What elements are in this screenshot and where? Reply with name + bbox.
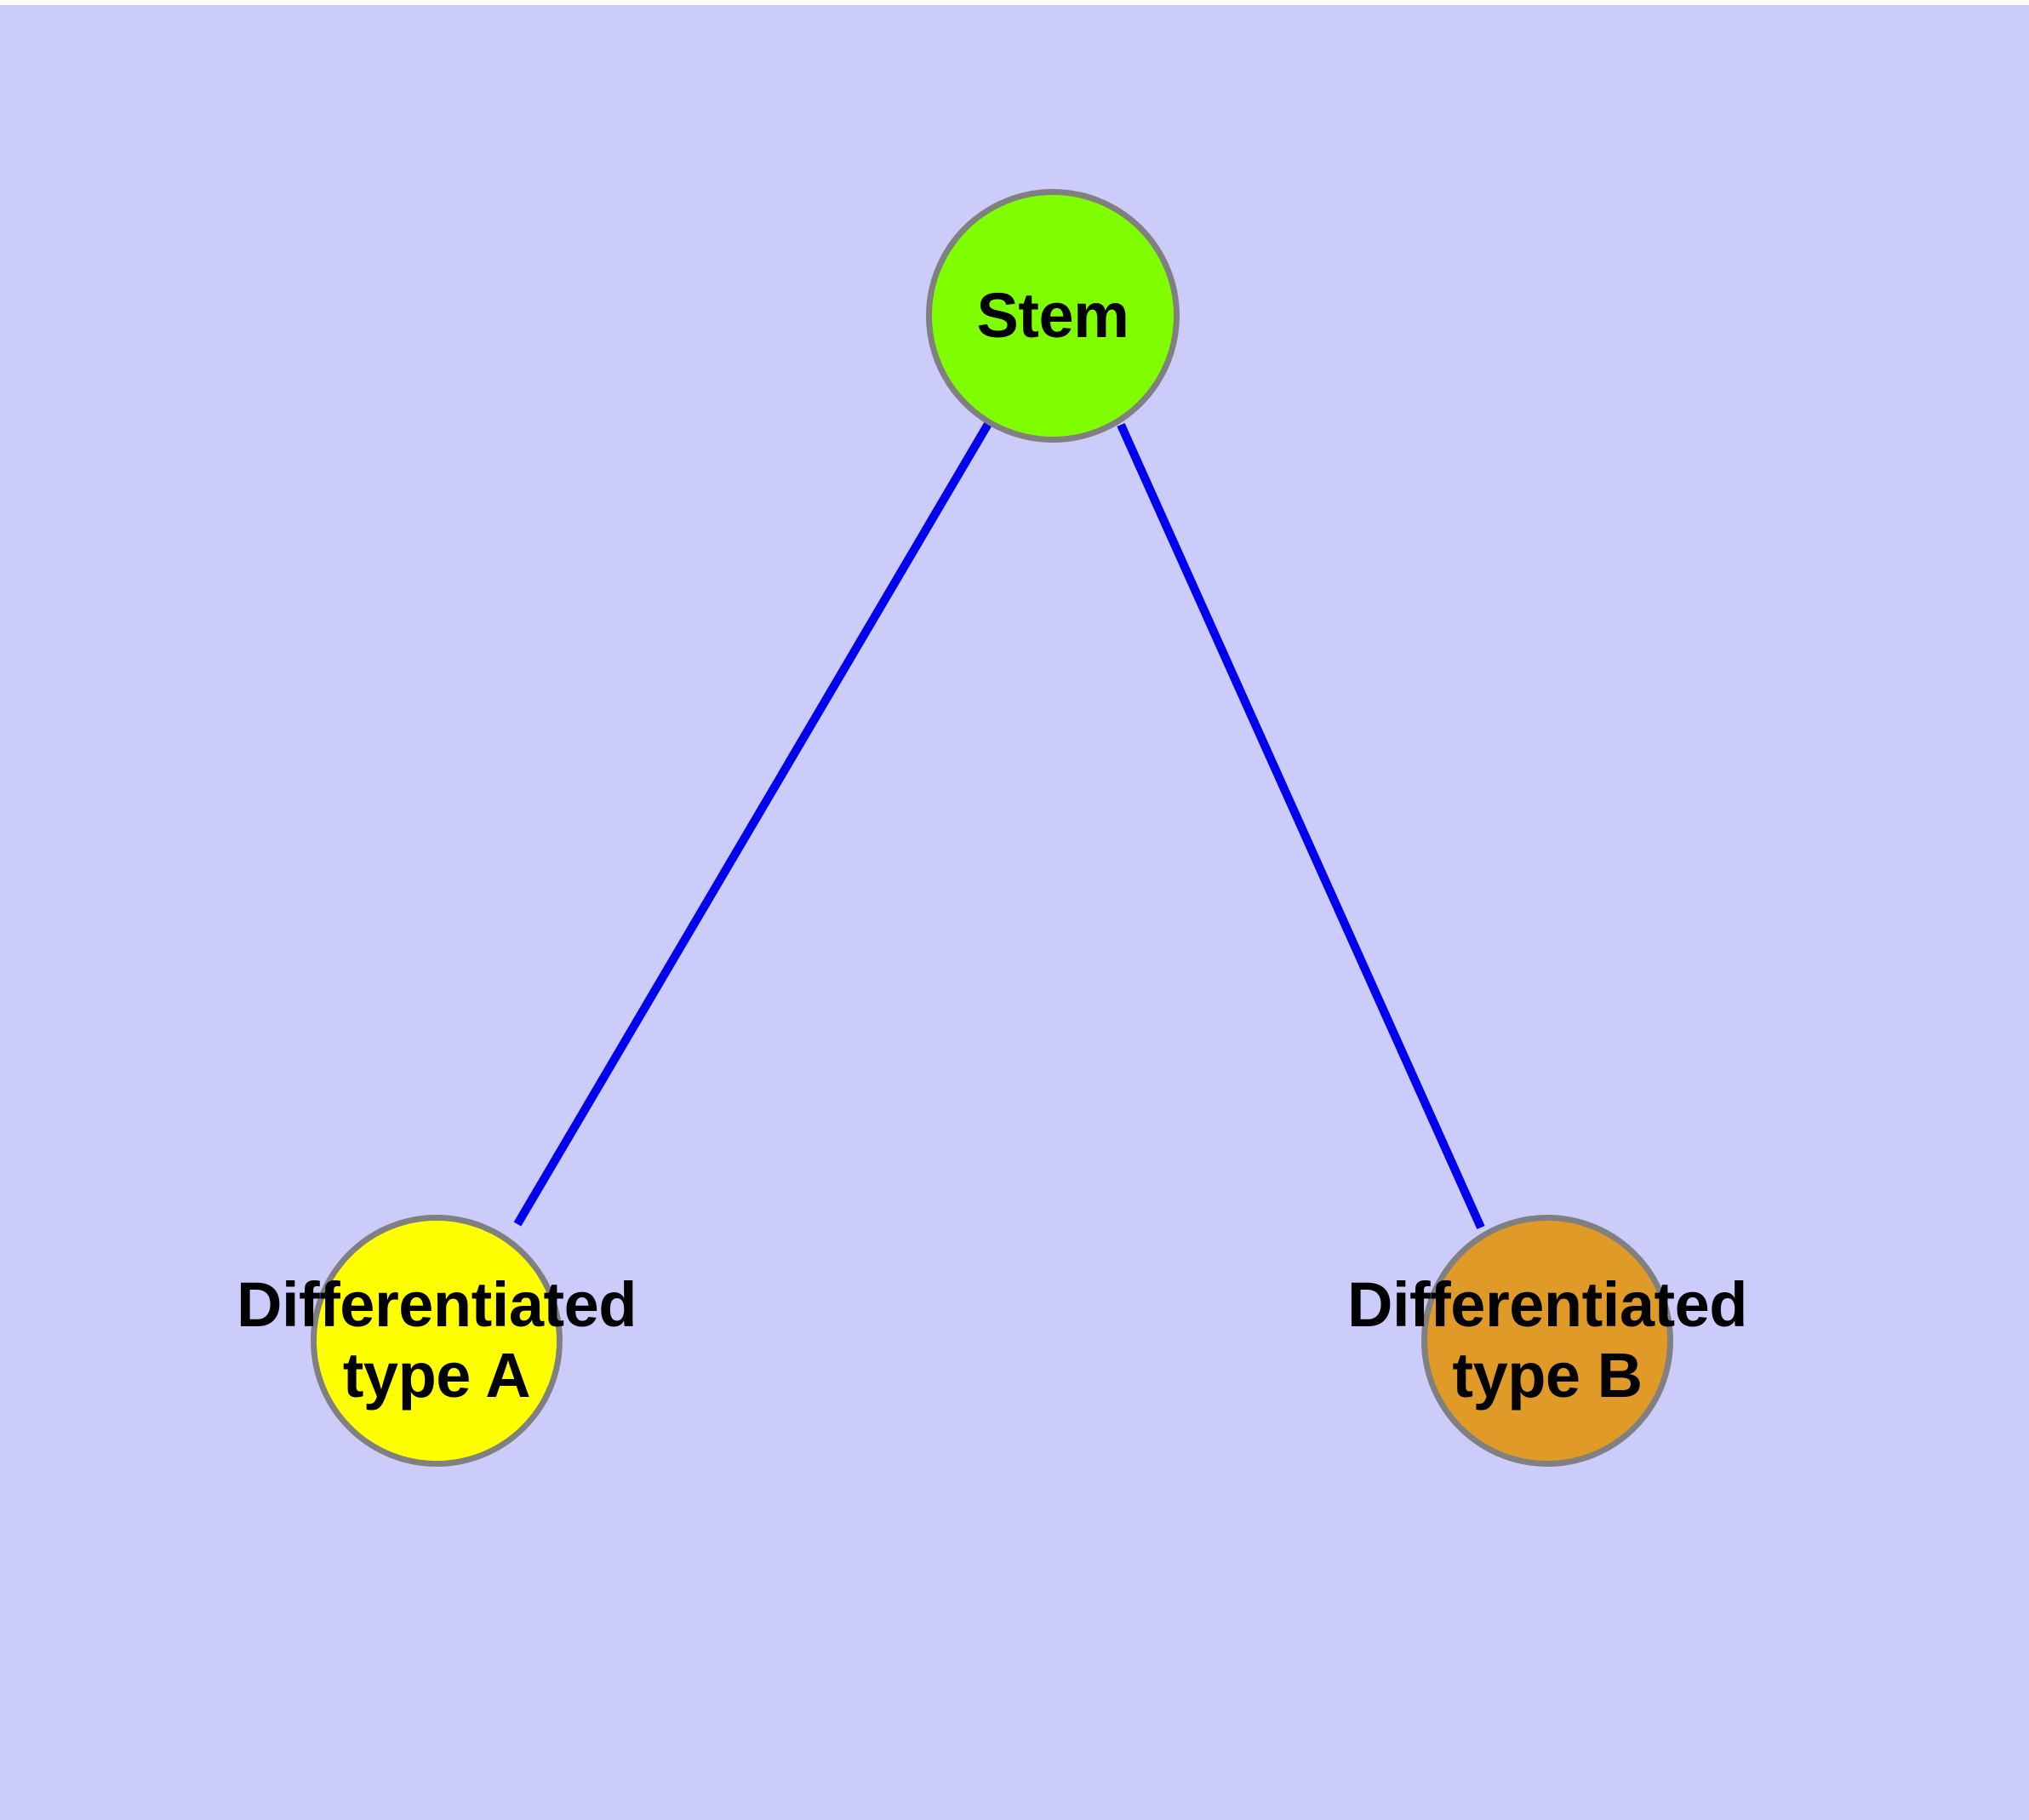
node-label-diff-a-line2: type A bbox=[342, 1339, 531, 1411]
node-label-stem: Stem bbox=[585, 279, 1521, 352]
node-label-stem-line1: Stem bbox=[976, 279, 1129, 351]
node-label-diff-a-line1: Differentiated bbox=[237, 1269, 637, 1340]
edge-stem-to-diff-b bbox=[1117, 422, 1485, 1230]
node-label-diff-b-line2: type B bbox=[1452, 1339, 1643, 1411]
node-differentiated-type-b[interactable] bbox=[1421, 1215, 1673, 1467]
node-stem[interactable] bbox=[926, 189, 1180, 443]
edge-stem-to-diff-a bbox=[513, 421, 992, 1227]
node-label-diff-b-line1: Differentiated bbox=[1347, 1269, 1747, 1340]
node-differentiated-type-a[interactable] bbox=[311, 1215, 563, 1467]
